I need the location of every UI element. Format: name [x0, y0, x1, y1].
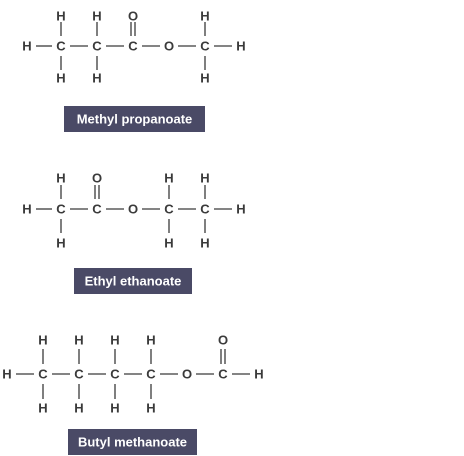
- atom: H: [92, 71, 101, 86]
- bonds: [36, 185, 232, 233]
- atom: H: [38, 401, 47, 416]
- atom: H: [236, 39, 245, 54]
- label-background: [68, 429, 197, 455]
- atom: C: [164, 202, 174, 217]
- bonds: [16, 349, 250, 399]
- atom: C: [56, 202, 66, 217]
- atom: O: [218, 333, 228, 348]
- atoms: H O H H H C C O C C H H H H: [22, 171, 245, 251]
- molecule-methyl-propanoate: H H O H H C C C O C H H H H Methyl propa…: [22, 9, 246, 132]
- atom: H: [146, 333, 155, 348]
- atom: C: [110, 367, 120, 382]
- atom: H: [164, 236, 173, 251]
- atom: O: [164, 39, 174, 54]
- atom: H: [110, 333, 119, 348]
- atom: C: [56, 39, 66, 54]
- atom: H: [38, 333, 47, 348]
- atom: H: [146, 401, 155, 416]
- atom: C: [38, 367, 48, 382]
- atom: H: [2, 367, 11, 382]
- molecule-label: Butyl methanoate: [68, 429, 197, 455]
- atom: C: [128, 39, 138, 54]
- molecule-label: Ethyl ethanoate: [74, 268, 192, 294]
- atom: H: [22, 39, 31, 54]
- atom: H: [200, 171, 209, 186]
- atom: C: [74, 367, 84, 382]
- atom: H: [200, 236, 209, 251]
- molecule-label: Methyl propanoate: [64, 106, 205, 132]
- atom: O: [182, 367, 192, 382]
- atom: H: [92, 9, 101, 24]
- atom: C: [200, 39, 210, 54]
- atom: H: [74, 333, 83, 348]
- atom: O: [128, 9, 138, 24]
- molecule-name: Butyl methanoate: [78, 435, 187, 450]
- bonds: [36, 22, 232, 70]
- atom: H: [254, 367, 263, 382]
- label-background: [74, 268, 192, 294]
- molecule-name: Ethyl ethanoate: [85, 274, 182, 289]
- atom: H: [164, 171, 173, 186]
- atom: C: [146, 367, 156, 382]
- atoms: H H O H H C C C O C H H H H: [22, 9, 245, 86]
- atom: H: [74, 401, 83, 416]
- molecule-name: Methyl propanoate: [77, 112, 193, 127]
- atom: O: [128, 202, 138, 217]
- molecule-butyl-methanoate: H H H H O H C C C C O C H H H H H Butyl …: [2, 333, 264, 455]
- atom: C: [92, 39, 102, 54]
- molecule-ethyl-ethanoate: H O H H H C C O C C H H H H Ethyl ethano…: [22, 171, 246, 294]
- atom: H: [22, 202, 31, 217]
- atom: C: [200, 202, 210, 217]
- atom: H: [56, 171, 65, 186]
- atom: H: [200, 71, 209, 86]
- label-background: [64, 106, 205, 132]
- atom: C: [218, 367, 228, 382]
- atom: C: [92, 202, 102, 217]
- atom: H: [56, 71, 65, 86]
- atom: H: [110, 401, 119, 416]
- atoms: H H H H O H C C C C O C H H H H H: [2, 333, 263, 416]
- atom: H: [56, 9, 65, 24]
- atom: H: [56, 236, 65, 251]
- atom: H: [236, 202, 245, 217]
- atom: O: [92, 171, 102, 186]
- atom: H: [200, 9, 209, 24]
